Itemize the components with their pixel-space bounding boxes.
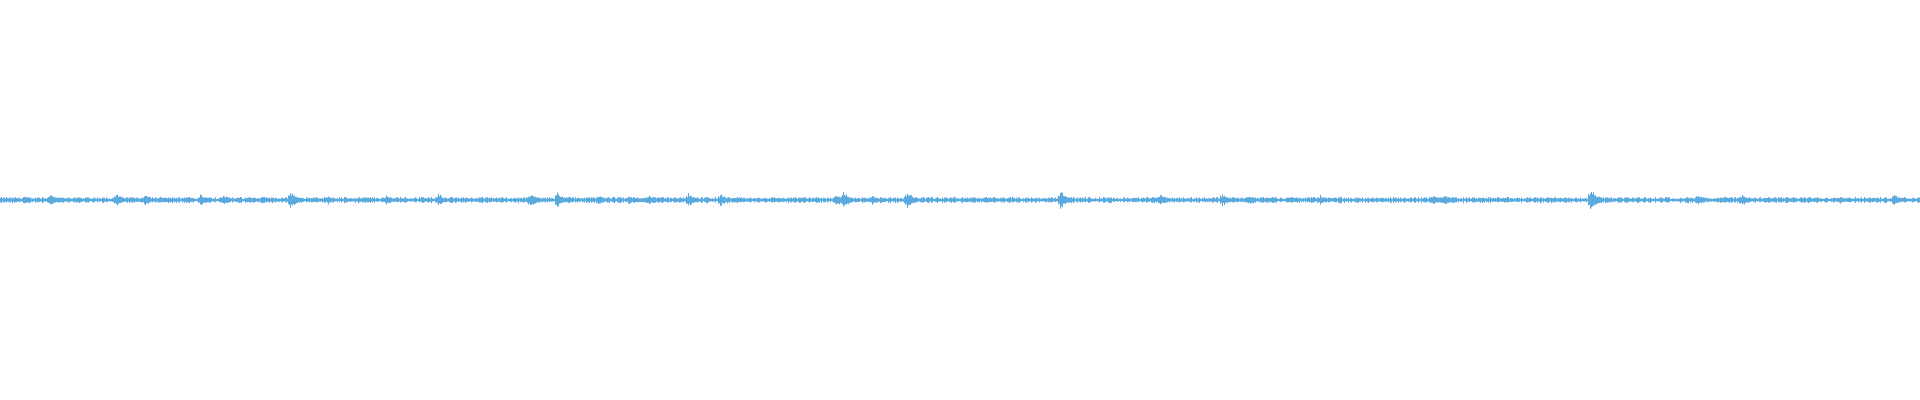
waveform-path	[0, 192, 1920, 209]
waveform-samples	[0, 192, 1920, 209]
